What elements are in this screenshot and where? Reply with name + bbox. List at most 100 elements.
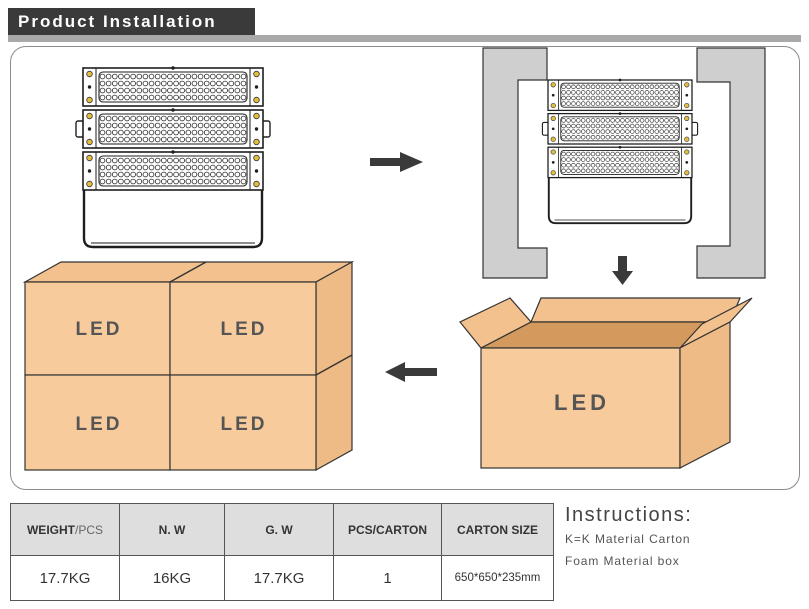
led-chip <box>154 178 161 185</box>
led-chip <box>600 95 606 101</box>
led-chip <box>105 94 112 101</box>
led-chip <box>610 118 615 123</box>
led-chip <box>167 164 173 171</box>
led-chip <box>644 168 650 174</box>
led-chip <box>234 122 241 129</box>
led-chip <box>228 122 235 129</box>
led-chip <box>210 171 216 178</box>
led-chip <box>118 178 124 185</box>
led-chip <box>136 122 143 129</box>
led-chip <box>595 84 601 90</box>
led-chip <box>669 157 674 162</box>
led-chip <box>234 178 241 185</box>
led-chip <box>644 90 650 95</box>
mount-hole <box>551 161 555 164</box>
led-chip <box>600 90 606 95</box>
led-chip <box>620 95 625 101</box>
led-chip <box>649 162 655 168</box>
led-chip <box>154 94 161 101</box>
led-chip <box>649 134 655 140</box>
led-chip <box>173 73 179 80</box>
led-chip <box>639 84 645 90</box>
col-pcs-per-carton: PCS/CARTON <box>333 503 442 556</box>
led-chip <box>669 101 674 106</box>
led-chip <box>142 136 149 143</box>
carton-label: LED <box>76 414 123 435</box>
led-chip <box>659 168 664 174</box>
mount-hole <box>87 169 92 173</box>
led-chip <box>630 118 635 123</box>
led-chip <box>191 122 198 129</box>
led-chip <box>240 157 247 164</box>
screw <box>684 115 690 121</box>
led-chip <box>615 101 620 106</box>
led-chip <box>615 90 620 95</box>
led-chip <box>111 94 118 101</box>
led-chip <box>561 168 566 174</box>
led-chip <box>639 151 645 157</box>
led-chip <box>634 162 640 168</box>
led-chip <box>99 87 106 94</box>
led-chip <box>644 95 650 101</box>
led-chip <box>566 123 571 129</box>
mount-hole <box>685 93 689 97</box>
led-chip <box>634 168 640 174</box>
led-chip <box>654 90 660 95</box>
led-chip <box>605 123 610 129</box>
led-chip <box>654 84 660 90</box>
led-chip <box>664 101 669 106</box>
led-chip <box>154 164 161 171</box>
led-chip <box>590 118 596 123</box>
led-chip <box>576 157 581 162</box>
led-chip <box>644 101 650 106</box>
led-chip <box>234 87 241 94</box>
led-chip <box>585 162 591 168</box>
led-chip <box>111 164 118 171</box>
led-chip <box>222 178 228 185</box>
led-chip <box>210 87 216 94</box>
led-chip <box>625 162 630 168</box>
led-chip <box>625 151 630 157</box>
led-chip <box>124 122 130 129</box>
led-chip <box>179 157 185 164</box>
led-chip <box>179 171 185 178</box>
led-chip <box>561 118 566 123</box>
led-chip <box>566 168 571 174</box>
header-label: WEIGHT <box>26 522 75 537</box>
instructions-block: Instructions: K=K Material Carton Foam M… <box>565 503 795 572</box>
led-chip <box>625 168 630 174</box>
led-chip <box>154 136 161 143</box>
foam-packaging <box>482 47 766 279</box>
led-chip <box>595 90 601 95</box>
led-chip <box>124 94 130 101</box>
led-chip <box>234 73 241 80</box>
led-chip <box>185 171 192 178</box>
led-chip <box>634 101 640 106</box>
led-chip <box>240 87 247 94</box>
led-chip <box>610 134 615 140</box>
led-chip <box>644 129 650 134</box>
screw <box>550 170 556 176</box>
led-chip <box>228 171 235 178</box>
led-chip <box>590 101 596 106</box>
led-chip <box>191 73 198 80</box>
led-chip <box>610 84 615 90</box>
led-chip <box>197 164 204 171</box>
screw <box>684 103 690 109</box>
led-chip <box>610 151 615 157</box>
led-chip <box>674 151 679 157</box>
led-chip <box>210 157 216 164</box>
led-chip <box>136 157 143 164</box>
led-chip <box>203 157 210 164</box>
led-chip <box>185 73 192 80</box>
led-chip <box>571 134 576 140</box>
led-chip <box>142 178 149 185</box>
screw <box>684 170 690 176</box>
led-chip <box>203 115 210 122</box>
col-weight-per-pcs: WEIGHT/PCS <box>10 503 120 556</box>
led-chip <box>191 157 198 164</box>
led-chip <box>105 171 112 178</box>
led-chip <box>566 162 571 168</box>
led-chip <box>222 115 228 122</box>
led-chip <box>197 178 204 185</box>
